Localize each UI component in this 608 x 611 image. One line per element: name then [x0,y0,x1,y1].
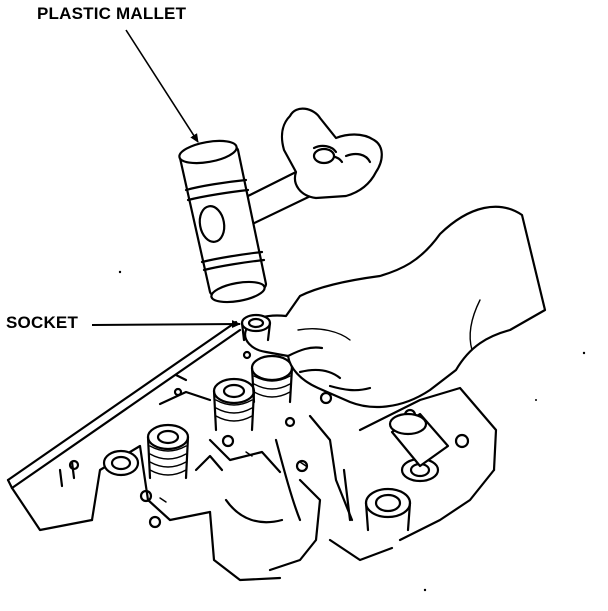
mallet-leader-arrow [125,29,199,143]
valve-springs [102,354,450,532]
hand-holding-socket [244,205,547,409]
plastic-mallet-label: PLASTIC MALLET [37,4,187,23]
socket [240,313,272,342]
hand-gripping-mallet [280,107,383,200]
scan-specks [118,270,586,592]
plastic-mallet-head [178,139,268,304]
socket-label: SOCKET [6,313,79,332]
cylinder-head [6,320,498,582]
socket-leader-arrow [91,320,241,329]
